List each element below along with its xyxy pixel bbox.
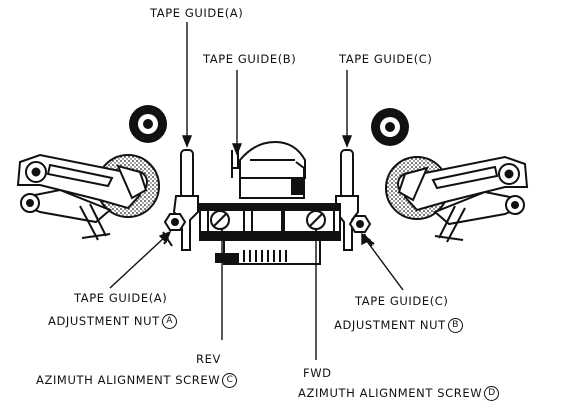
adjustment-nut-a-text: ADJUSTMENT NUT xyxy=(48,314,160,328)
adjustment-nut-b-text: ADJUSTMENT NUT xyxy=(334,318,446,332)
left-pinch-roller-assembly xyxy=(16,153,160,241)
rev-screw-mark: C xyxy=(222,373,238,388)
tape-guide-a-post xyxy=(162,149,199,251)
rev-azimuth-screw-text: AZIMUTH ALIGNMENT SCREW xyxy=(36,373,221,387)
tape-guide-c-post xyxy=(335,149,375,251)
rev-label: REV xyxy=(196,352,221,366)
tape-guide-c-top-label: TAPE GUIDE(C) xyxy=(339,52,433,66)
rev-azimuth-screw xyxy=(210,210,230,230)
right-pinch-roller-assembly xyxy=(385,155,529,243)
nut-a-mark: A xyxy=(161,314,177,329)
left-reel-hub xyxy=(129,105,167,143)
fwd-label: FWD xyxy=(303,366,332,380)
fwd-azimuth-screw xyxy=(306,210,326,230)
tape-guide-a-top-label: TAPE GUIDE(A) xyxy=(150,6,244,20)
tape-guide-b-label: TAPE GUIDE(B) xyxy=(203,52,297,66)
leader-arrows xyxy=(109,22,404,360)
nut-b-mark: B xyxy=(447,318,463,333)
fwd-screw-mark: D xyxy=(484,386,500,401)
tape-guide-c-bottom-label: TAPE GUIDE(C) xyxy=(355,294,449,308)
right-reel-hub xyxy=(371,108,409,146)
fwd-azimuth-screw-text: AZIMUTH ALIGNMENT SCREW xyxy=(298,386,483,400)
tape-head-block xyxy=(199,140,341,265)
tape-guide-a-bottom-label: TAPE GUIDE(A) xyxy=(74,291,168,305)
